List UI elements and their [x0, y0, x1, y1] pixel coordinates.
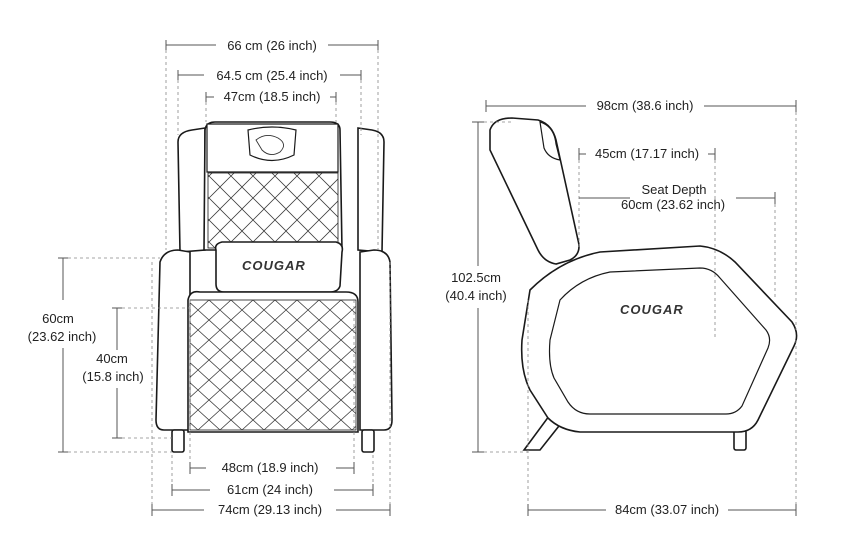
label-seat-height-cm: 40cm [96, 351, 128, 366]
label-seat-width: 48cm (18.9 inch) [222, 460, 319, 475]
label-base-width: 61cm (24 inch) [227, 482, 313, 497]
label-seat-depth-title: Seat Depth [641, 182, 706, 197]
label-armrest-height-in: (23.62 inch) [28, 329, 97, 344]
side-chair-drawing: COUGAR [489, 117, 798, 451]
label-base-depth: 84cm (33.07 inch) [615, 502, 719, 517]
label-overall-width-top: 66 cm (26 inch) [227, 38, 317, 53]
front-dimensions: 66 cm (26 inch) 64.5 cm (25.4 inch) 47cm… [28, 38, 391, 517]
label-backrest-inner-width: 47cm (18.5 inch) [224, 89, 321, 104]
side-dimensions: 98cm (38.6 inch) 45cm (17.17 inch) Seat … [445, 98, 797, 517]
label-backrest-outer-width: 64.5 cm (25.4 inch) [216, 68, 327, 83]
side-cougar-logo: COUGAR [620, 302, 684, 317]
front-chair-drawing: COUGAR [155, 121, 393, 453]
label-overall-width-bottom: 74cm (29.13 inch) [218, 502, 322, 517]
label-height-in: (40.4 inch) [445, 288, 506, 303]
label-overall-depth-top: 98cm (38.6 inch) [597, 98, 694, 113]
front-cougar-logo: COUGAR [242, 258, 306, 273]
label-backrest-depth: 45cm (17.17 inch) [595, 146, 699, 161]
label-armrest-height-cm: 60cm [42, 311, 74, 326]
label-height-cm: 102.5cm [451, 270, 501, 285]
label-seat-depth-value: 60cm (23.62 inch) [621, 197, 725, 212]
label-seat-height-in: (15.8 inch) [82, 369, 143, 384]
